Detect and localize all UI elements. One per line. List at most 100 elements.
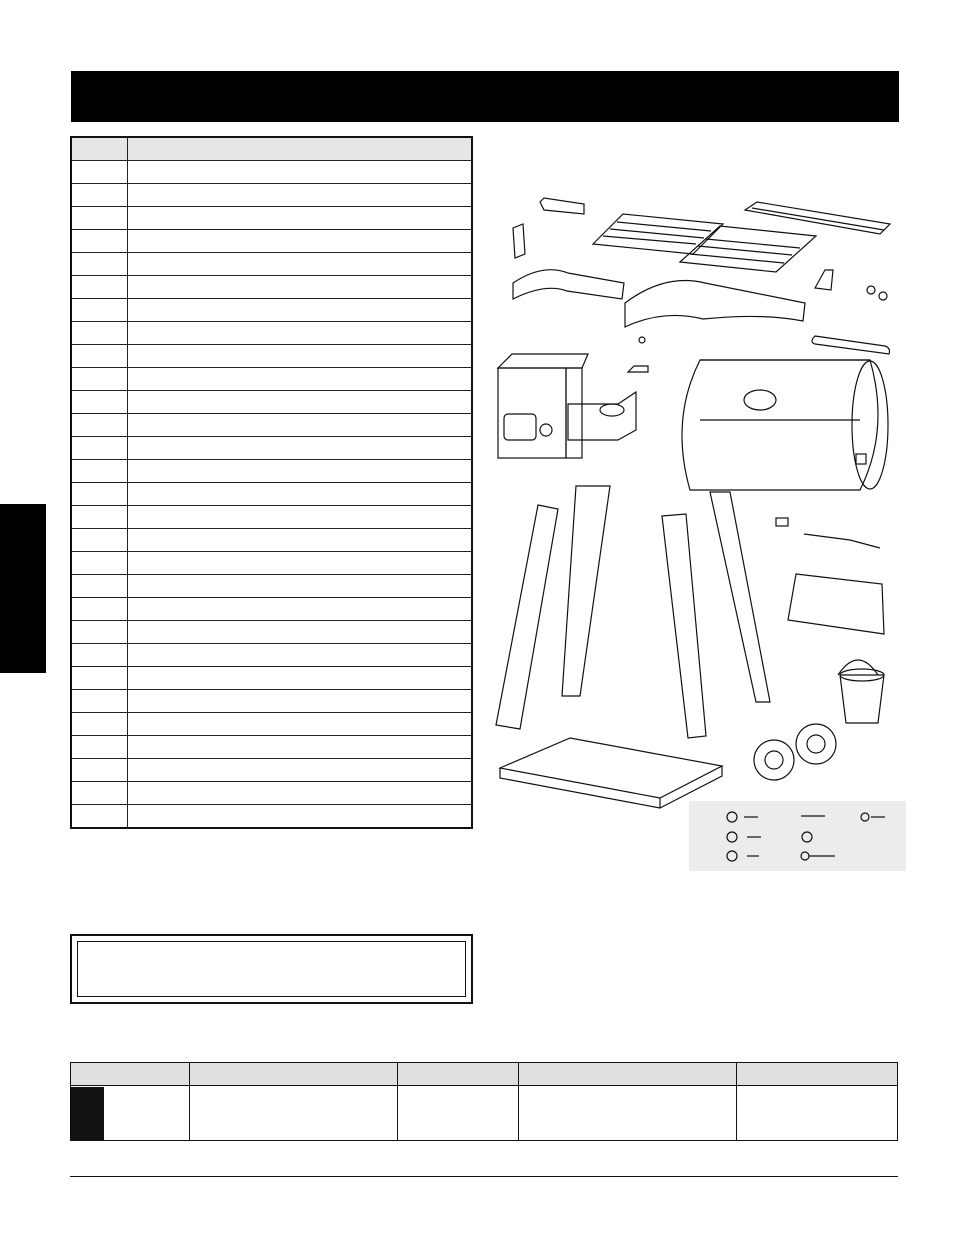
part-description-cell	[127, 597, 473, 621]
side-section-tab	[0, 504, 46, 673]
shelf-icon	[497, 737, 724, 809]
part-description-cell	[127, 735, 473, 759]
part-number-cell	[70, 528, 128, 552]
part-description-cell	[127, 528, 473, 552]
table-row	[70, 367, 473, 391]
bucket-icon	[837, 659, 885, 724]
parts-list-table	[70, 136, 473, 829]
clip-icon	[626, 269, 888, 373]
part-description-cell	[127, 551, 473, 575]
part-number-cell	[70, 321, 128, 345]
part-number-cell	[70, 781, 128, 805]
part-description-cell	[127, 482, 473, 506]
exploded-parts-diagram	[495, 197, 892, 809]
table-row	[70, 252, 473, 276]
part-description-cell	[127, 229, 473, 253]
note-inner-frame	[77, 941, 466, 997]
spec-header-cell	[518, 1062, 737, 1086]
table-row	[70, 413, 473, 437]
table-row	[70, 666, 473, 690]
part-number-cell	[70, 689, 128, 713]
footer-rule	[70, 1176, 898, 1177]
part-number-cell	[70, 804, 128, 829]
warming-rack-icon	[743, 201, 892, 235]
part-description-cell	[127, 275, 473, 299]
table-row	[70, 712, 473, 736]
part-description-cell	[127, 160, 473, 184]
spec-cell	[70, 1085, 190, 1141]
table-row	[70, 804, 473, 829]
part-description-cell	[127, 390, 473, 414]
table-row	[70, 275, 473, 299]
table-row	[70, 344, 473, 368]
table-row	[70, 781, 473, 805]
table-row	[70, 551, 473, 575]
spec-cell	[518, 1085, 737, 1141]
spec-header-cell	[189, 1062, 398, 1086]
hopper-icon	[496, 353, 637, 459]
part-description-cell	[127, 367, 473, 391]
part-number-cell	[70, 482, 128, 506]
part-number-cell	[70, 459, 128, 483]
part-description-cell	[127, 413, 473, 437]
parts-table-header	[70, 136, 473, 161]
part-number-cell	[70, 505, 128, 529]
table-row	[70, 735, 473, 759]
part-description-cell	[127, 689, 473, 713]
spec-cell	[189, 1085, 398, 1141]
part-number-cell	[70, 712, 128, 736]
grill-grate-icon	[591, 213, 818, 273]
spec-table-header	[70, 1062, 898, 1086]
part-description-cell	[127, 183, 473, 207]
fitting-icon	[775, 517, 881, 549]
part-number-cell	[70, 758, 128, 782]
part-description-cell	[127, 804, 473, 829]
table-row	[70, 436, 473, 460]
table-row	[70, 229, 473, 253]
table-row	[70, 459, 473, 483]
table-row	[70, 528, 473, 552]
table-row	[70, 758, 473, 782]
table-row	[70, 482, 473, 506]
spec-header-cell	[736, 1062, 898, 1086]
part-number-cell	[70, 574, 128, 598]
part-description-cell	[127, 574, 473, 598]
spec-cell	[736, 1085, 898, 1141]
bracket-icon	[512, 197, 585, 259]
part-number-cell	[70, 367, 128, 391]
spec-cell	[397, 1085, 519, 1141]
part-number-cell	[70, 252, 128, 276]
table-row	[70, 321, 473, 345]
table-row	[70, 160, 473, 184]
handle-icon	[811, 335, 891, 355]
part-description-cell	[127, 505, 473, 529]
table-row	[70, 298, 473, 322]
part-description-cell	[127, 436, 473, 460]
heat-baffle-icon	[512, 269, 806, 328]
part-number-cell	[70, 597, 128, 621]
part-number-cell	[70, 229, 128, 253]
front-shelf-icon	[787, 573, 885, 635]
part-description-cell	[127, 206, 473, 230]
table-row	[70, 574, 473, 598]
table-row	[70, 505, 473, 529]
part-description-cell	[127, 298, 473, 322]
part-number-cell	[70, 344, 128, 368]
part-number-cell	[70, 620, 128, 644]
table-row	[70, 183, 473, 207]
part-number-cell	[70, 183, 128, 207]
part-number-cell	[70, 206, 128, 230]
hardware-icons	[726, 811, 885, 862]
part-number-cell	[70, 666, 128, 690]
part-number-cell	[70, 551, 128, 575]
table-row	[70, 689, 473, 713]
part-number-cell	[70, 160, 128, 184]
note-box	[70, 934, 473, 1004]
part-description-cell	[127, 712, 473, 736]
wheel-icon	[753, 723, 837, 781]
table-row	[70, 390, 473, 414]
part-description-cell	[127, 321, 473, 345]
table-row	[70, 597, 473, 621]
part-number-header	[70, 136, 128, 161]
part-description-cell	[127, 758, 473, 782]
